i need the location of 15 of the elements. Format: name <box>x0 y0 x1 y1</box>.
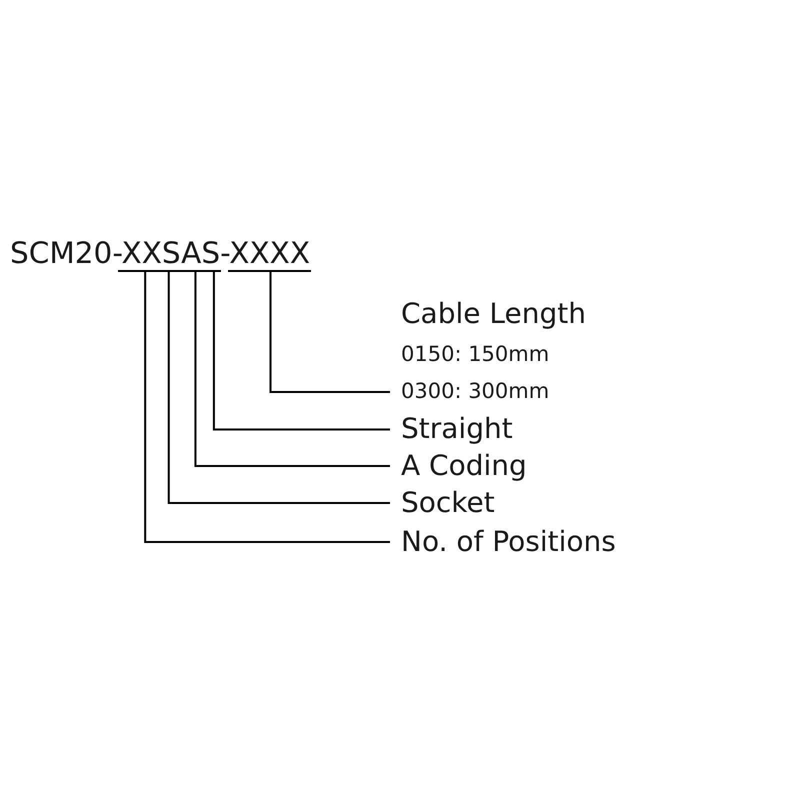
leader-line <box>144 272 390 543</box>
leader-line <box>270 272 390 393</box>
option-label: 0150: 150mm <box>401 340 550 368</box>
field-label: No. of Positions <box>401 524 616 558</box>
underline-bar <box>228 270 312 272</box>
field-label: A Coding <box>401 448 527 482</box>
leader-line <box>194 272 390 467</box>
field-label: Straight <box>401 411 513 446</box>
field-label: Socket <box>401 484 495 520</box>
leader-line <box>212 272 390 430</box>
field-label: Cable Length <box>401 296 586 330</box>
underline-bar <box>118 270 222 272</box>
part-number: SCM20-XXSAS-XXXX <box>10 236 310 270</box>
option-label: 0300: 300mm <box>401 378 550 404</box>
leader-line <box>168 272 390 504</box>
